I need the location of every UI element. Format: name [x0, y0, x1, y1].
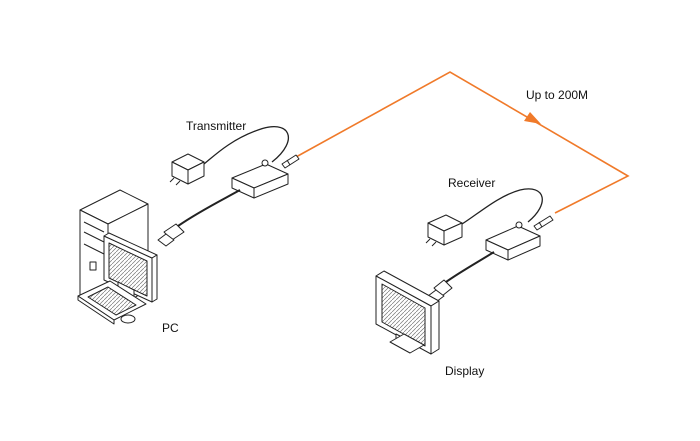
display-label: Display	[445, 364, 485, 378]
fiber-optic-link	[295, 71, 630, 214]
receiver-unit	[425, 188, 554, 303]
transmitter-label: Transmitter	[186, 119, 247, 133]
display-monitor	[375, 270, 440, 355]
transmitter-unit	[157, 125, 300, 247]
pc-label: PC	[162, 321, 179, 335]
direction-arrow-icon	[524, 112, 541, 124]
pc-computer	[77, 189, 158, 325]
receiver-label: Receiver	[448, 176, 496, 190]
distance-label: Up to 200M	[526, 88, 589, 102]
